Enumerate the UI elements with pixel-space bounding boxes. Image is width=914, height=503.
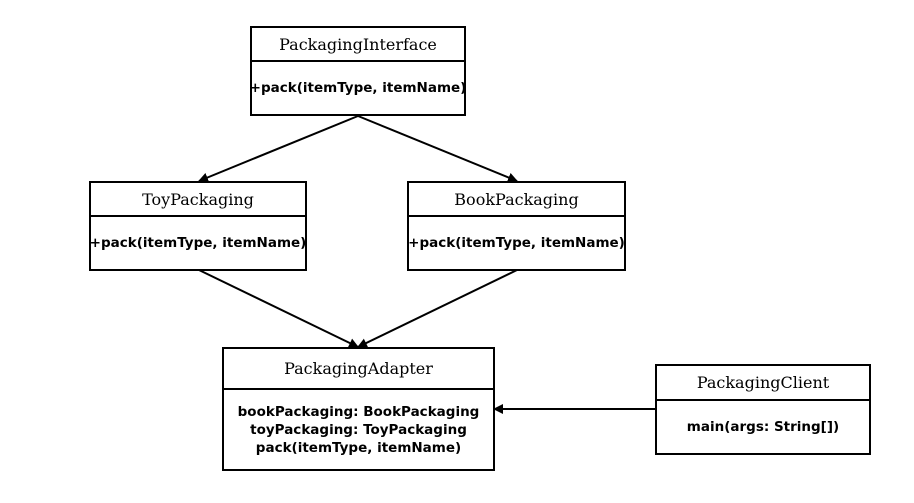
class-packaging-adapter: PackagingAdapter bookPackaging: BookPack… (222, 347, 495, 471)
class-member: toyPackaging: ToyPackaging (250, 421, 467, 438)
class-members: main(args: String[]) (657, 401, 869, 453)
class-member: +pack(itemType, itemName) (89, 235, 307, 251)
class-name: BookPackaging (409, 183, 624, 217)
arrow-book-to-adapter (357, 269, 518, 348)
class-members: +pack(itemType, itemName) (249, 62, 467, 114)
class-member: main(args: String[]) (686, 419, 840, 435)
class-packaging-client: PackagingClient main(args: String[]) (655, 364, 871, 455)
class-member: pack(itemType, itemName) (255, 439, 462, 456)
class-member: bookPackaging: BookPackaging (237, 403, 480, 420)
class-name: PackagingInterface (252, 28, 464, 62)
class-name: PackagingClient (657, 366, 869, 401)
class-member: +pack(itemType, itemName) (408, 235, 625, 251)
arrow-interface-to-book (357, 115, 518, 183)
class-packaging-interface: PackagingInterface +pack(itemType, itemN… (250, 26, 466, 116)
class-member: +pack(itemType, itemName) (249, 80, 467, 96)
class-members: +pack(itemType, itemName) (408, 217, 625, 269)
class-toy-packaging: ToyPackaging +pack(itemType, itemName) (89, 181, 307, 271)
class-book-packaging: BookPackaging +pack(itemType, itemName) (407, 181, 626, 271)
arrow-interface-to-toy (198, 115, 359, 183)
class-members: +pack(itemType, itemName) (89, 217, 307, 269)
class-name: ToyPackaging (91, 183, 305, 217)
arrow-toy-to-adapter (198, 269, 359, 348)
class-members: bookPackaging: BookPackaging toyPackagin… (224, 390, 493, 469)
class-name: PackagingAdapter (224, 349, 493, 390)
